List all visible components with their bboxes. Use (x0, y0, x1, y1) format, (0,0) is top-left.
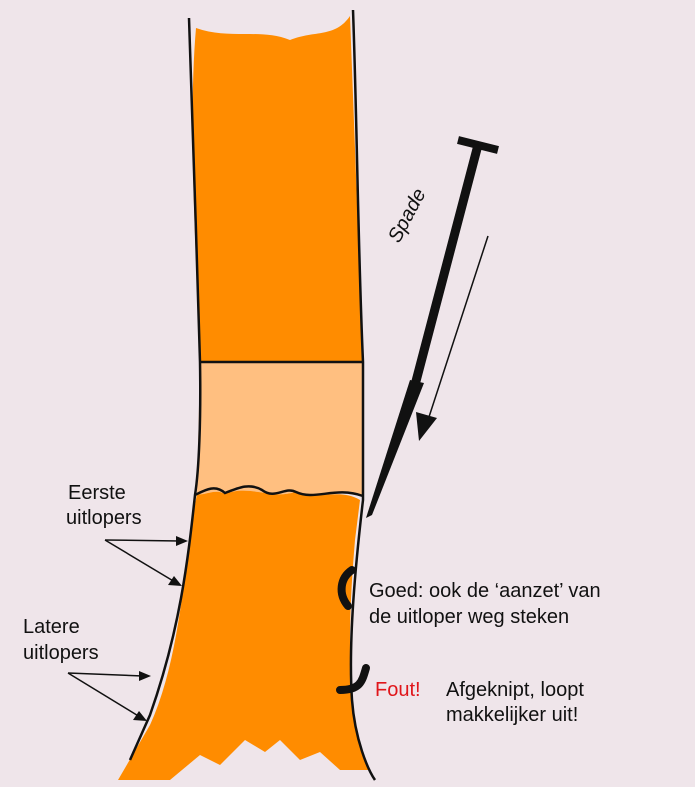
cut-section (197, 362, 363, 496)
pointer-arrow-latere-1 (68, 673, 143, 676)
latere-label-line2: uitlopers (23, 641, 99, 665)
pointer-arrow-latere-2 (68, 673, 140, 717)
fout-desc-line1: Afgeknipt, loopt (446, 678, 584, 702)
eerste-label-line2: uitlopers (66, 506, 142, 530)
pointer-arrow-eerste-1 (105, 540, 180, 541)
direction-arrow-head (416, 412, 437, 441)
latere-label-line1: Latere (23, 615, 80, 639)
upper-stem (193, 16, 363, 362)
pointer-arrow-eerste-2 (105, 540, 175, 582)
direction-arrow-line (428, 236, 488, 420)
pointer-arrowhead-latere-1 (139, 671, 151, 681)
eerste-label-line1: Eerste (68, 481, 126, 505)
fout-label: Fout! (375, 678, 421, 702)
pointer-arrowhead-eerste-2 (168, 576, 182, 586)
goed-label-line2: de uitloper weg steken (369, 605, 569, 629)
pointer-arrowhead-latere-2 (133, 711, 147, 721)
fout-desc-line2: makkelijker uit! (446, 703, 578, 727)
spade-shaft-icon (415, 145, 478, 385)
goed-label-line1: Goed: ook de ‘aanzet’ van (369, 579, 601, 603)
spade-blade-icon (366, 380, 424, 518)
pointer-arrowhead-eerste-1 (176, 536, 188, 546)
lower-stem (118, 491, 370, 780)
